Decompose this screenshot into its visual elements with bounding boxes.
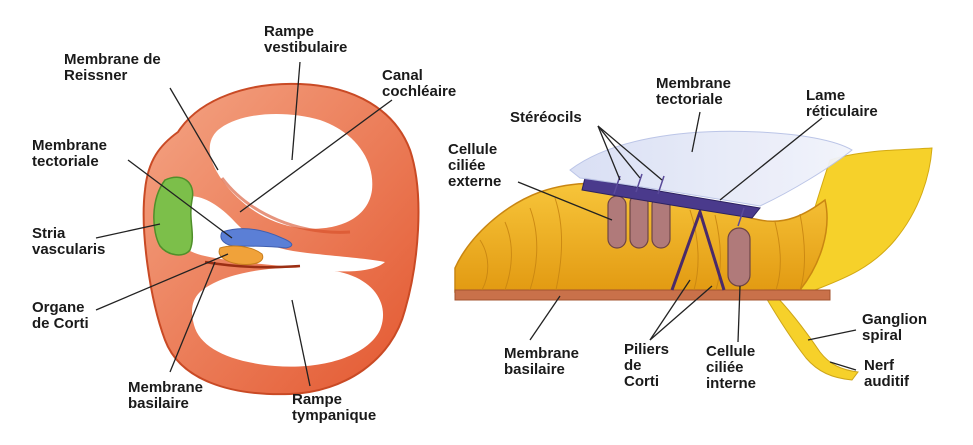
label-canal-cochleaire: Canal cochléaire (382, 68, 456, 100)
label-cellule-ciliee-externe: Cellule ciliée externe (448, 142, 501, 190)
label-membrane-tectoriale-right: Membrane tectoriale (656, 76, 731, 108)
label-line: Stria (32, 226, 105, 242)
organ-of-corti-detail (455, 131, 932, 380)
label-line: de (624, 358, 669, 374)
label-line: réticulaire (806, 104, 878, 120)
label-line: vestibulaire (264, 40, 347, 56)
label-line: Corti (624, 374, 669, 390)
label-nerf-auditif: Nerf auditif (864, 358, 909, 390)
label-line: tympanique (292, 408, 376, 424)
label-line: Rampe (264, 24, 347, 40)
label-line: Rampe (292, 392, 376, 408)
label-rampe-tympanique: Rampe tympanique (292, 392, 376, 424)
label-line: tectoriale (656, 92, 731, 108)
label-line: vascularis (32, 242, 105, 258)
cochlea-cross-section (144, 84, 419, 394)
label-membrane-reissner: Membrane de Reissner (64, 52, 161, 84)
label-line: basilaire (504, 362, 579, 378)
label-line: basilaire (128, 396, 203, 412)
leader-basilaire (530, 296, 560, 340)
label-organe-corti: Organe de Corti (32, 300, 89, 332)
label-line: Ganglion (862, 312, 927, 328)
label-lame-reticulaire: Lame réticulaire (806, 88, 878, 120)
label-membrane-basilaire-right: Membrane basilaire (504, 346, 579, 378)
label-membrane-basilaire-left: Membrane basilaire (128, 380, 203, 412)
label-line: Stéréocils (510, 110, 582, 126)
label-line: Membrane (504, 346, 579, 362)
label-rampe-vestibulaire: Rampe vestibulaire (264, 24, 347, 56)
label-line: auditif (864, 374, 909, 390)
label-line: Canal (382, 68, 456, 84)
stria-vascularis-shape (154, 177, 193, 255)
label-ganglion-spiral: Ganglion spiral (862, 312, 927, 344)
label-line: Cellule (706, 344, 756, 360)
label-line: ciliée (448, 158, 501, 174)
label-line: tectoriale (32, 154, 107, 170)
label-line: Cellule (448, 142, 501, 158)
label-membrane-tectoriale-left: Membrane tectoriale (32, 138, 107, 170)
label-line: Membrane (128, 380, 203, 396)
label-line: Membrane (656, 76, 731, 92)
label-stria-vascularis: Stria vascularis (32, 226, 105, 258)
label-line: spiral (862, 328, 927, 344)
label-line: interne (706, 376, 756, 392)
label-line: Membrane (32, 138, 107, 154)
label-line: Lame (806, 88, 878, 104)
label-line: externe (448, 174, 501, 190)
label-line: Reissner (64, 68, 161, 84)
label-line: ciliée (706, 360, 756, 376)
inner-hair-cell (728, 228, 750, 286)
label-line: Nerf (864, 358, 909, 374)
label-line: Membrane de (64, 52, 161, 68)
label-line: Piliers (624, 342, 669, 358)
label-piliers-corti: Piliers de Corti (624, 342, 669, 390)
basilar-membrane-strip (455, 290, 830, 300)
label-stereocils: Stéréocils (510, 110, 582, 126)
label-line: cochléaire (382, 84, 456, 100)
label-cellule-ciliee-interne: Cellule ciliée interne (706, 344, 756, 392)
label-line: Organe (32, 300, 89, 316)
label-line: de Corti (32, 316, 89, 332)
rampe-tympanique-cavity (192, 268, 383, 367)
leader-ganglion (808, 330, 856, 340)
